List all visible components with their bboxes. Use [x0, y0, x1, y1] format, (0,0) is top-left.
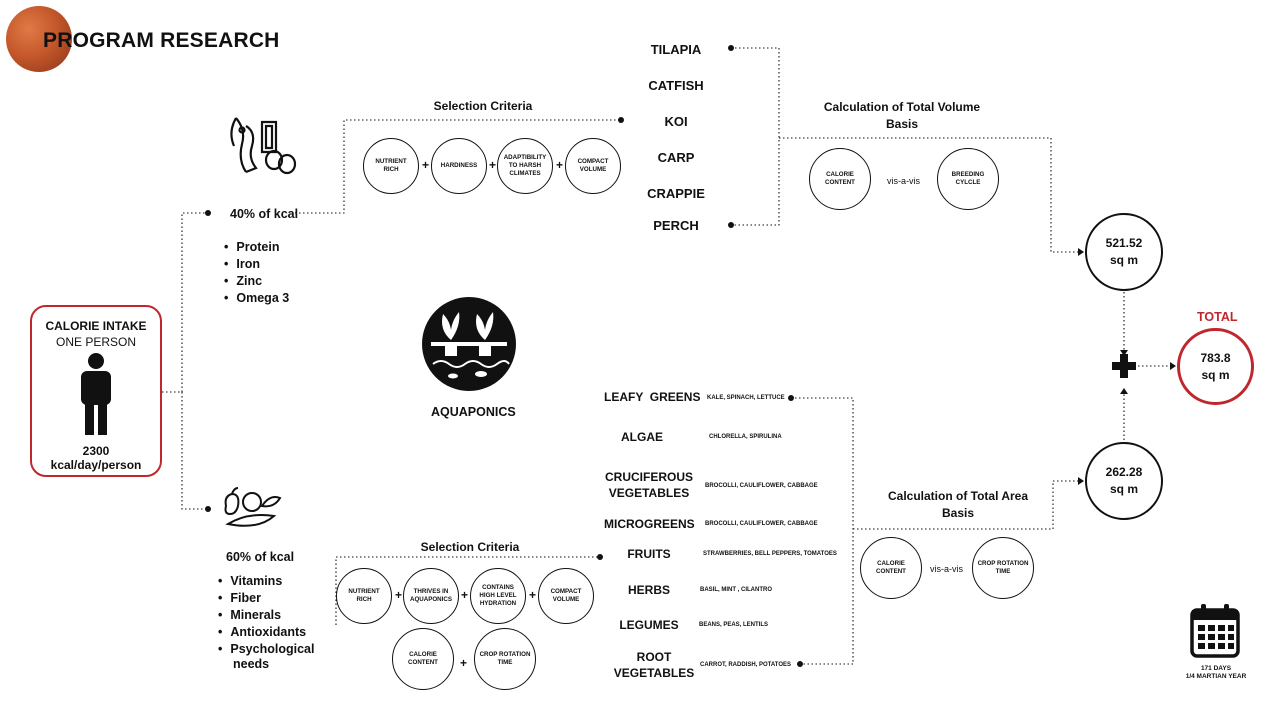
nutrient-item: Iron	[224, 256, 289, 273]
calc-circle: CALORIE CONTENT	[860, 537, 922, 599]
total-value: 783.8	[1200, 350, 1231, 365]
volume-result-value: 521.52	[1105, 236, 1143, 251]
nutrient-item: Zinc	[224, 273, 289, 290]
nutrient-item: Minerals	[218, 607, 314, 624]
total-unit: sq m	[1201, 367, 1230, 382]
crop-examples: CARROT, RADDISH, POTATOES	[700, 662, 792, 668]
volume-result-unit: sq m	[1109, 253, 1138, 267]
protein-criteria-title: Selection Criteria	[433, 99, 533, 113]
area-result-unit: sq m	[1109, 482, 1138, 496]
plus-sign: +	[489, 158, 497, 172]
calorie-subtitle: ONE PERSON	[55, 335, 136, 349]
nutrient-item: Antioxidants	[218, 624, 314, 641]
criteria-circle: COMPACT VOLUME	[565, 138, 621, 194]
aquaponics-label: AQUAPONICS	[431, 405, 516, 419]
area-result-value: 262.28	[1105, 465, 1143, 480]
calorie-unit: kcal/day/person	[50, 458, 142, 472]
criteria-circle: NUTRIENT RICH	[336, 568, 392, 624]
vis-a-vis-label: vis-a-vis	[930, 564, 963, 574]
calorie-intake-card: CALORIE INTAKE ONE PERSON 2300 kcal/day/…	[30, 305, 162, 477]
calorie-title: CALORIE INTAKE	[45, 319, 147, 333]
calc-circle: BREEDING CYLCLE	[937, 148, 999, 210]
plus-sign: +	[556, 158, 564, 172]
area-calc-title-line1: Calculation of Total Area	[887, 489, 1028, 503]
calorie-value: 2300	[82, 444, 110, 458]
area-calc-title: Calculation of Total Area Basis	[863, 488, 1053, 522]
criteria-circle: HARDINESS	[431, 138, 487, 194]
plus-sign: +	[422, 158, 430, 172]
crop-examples: KALE, SPINACH, LETTUCE	[707, 395, 785, 401]
crop-name: MICROGREENS	[604, 517, 695, 531]
criteria-circle: CONTAINS HIGH LEVEL HYDRATION	[470, 568, 526, 624]
area-result-circle: 262.28 sq m	[1085, 442, 1163, 520]
plant-criteria-title: Selection Criteria	[420, 540, 520, 554]
total-label: TOTAL	[1197, 310, 1238, 324]
crop-name: LEGUMES	[619, 618, 679, 632]
crop-examples: BROCOLLI, CAULIFLOWER, CABBAGE	[705, 483, 818, 489]
crop-examples: BASIL, MINT , CILANTRO	[700, 587, 772, 593]
calc-circle: CROP ROTATION TIME	[972, 537, 1034, 599]
crop-name: FRUITS	[627, 547, 671, 561]
page-title: PROGRAM RESEARCH	[43, 29, 280, 52]
fish-item: CARP	[657, 150, 695, 165]
protein-nutrient-list: Protein Iron Zinc Omega 3	[224, 239, 289, 307]
fish-item: CATFISH	[648, 78, 704, 93]
nutrient-item: Vitamins	[218, 573, 314, 590]
fish-item: CRAPPIE	[647, 186, 705, 201]
nutrient-item-continued: needs	[233, 657, 270, 671]
crop-examples: STRAWBERRIES, BELL PEPPERS, TOMATOES	[703, 551, 837, 557]
crop-examples: CHLORELLA, SPIRULINA	[709, 434, 782, 440]
fish-protein-icon	[230, 117, 297, 175]
crop-name: CRUCIFEROUS VEGETABLES	[604, 470, 693, 500]
fruit-vegetable-icon	[224, 487, 282, 527]
crop-name: HERBS	[627, 583, 670, 597]
criteria-circle: ADAPTIBILITY TO HARSH CLIMATES	[497, 138, 553, 194]
crop-name: ROOT VEGETABLES	[613, 650, 695, 680]
calendar-caption: 171 DAYS 1/4 MARTIAN YEAR	[1176, 665, 1256, 682]
plant-percent: 60% of kcal	[226, 550, 295, 564]
criteria-circle: COMPACT VOLUME	[538, 568, 594, 624]
volume-calc-title-line1: Calculation of Total Volume	[823, 100, 981, 114]
nutrient-item: Omega 3	[224, 290, 289, 307]
fish-item: PERCH	[653, 218, 699, 233]
criteria-circle: CALORIE CONTENT	[392, 628, 454, 690]
plus-icon	[1112, 354, 1136, 378]
plus-sign: +	[461, 588, 469, 602]
crop-name: LEAFY GREENS	[604, 390, 701, 404]
aquaponics-icon	[422, 297, 516, 391]
plus-sign: +	[395, 588, 403, 602]
crop-name: ALGAE	[621, 430, 663, 444]
total-circle: 783.8 sq m	[1177, 328, 1254, 405]
protein-percent: 40% of kcal	[230, 207, 299, 221]
calendar-year: 1/4 MARTIAN YEAR	[1185, 673, 1247, 681]
vis-a-vis-label: vis-a-vis	[887, 176, 920, 186]
person-icon	[81, 353, 111, 435]
nutrient-item: Psychological	[218, 641, 314, 658]
area-calc-title-line2: Basis	[941, 505, 975, 520]
plant-nutrient-list: Vitamins Fiber Minerals Antioxidants Psy…	[218, 573, 314, 657]
volume-result-circle: 521.52 sq m	[1085, 213, 1163, 291]
fish-item: TILAPIA	[650, 42, 702, 57]
crop-examples: BEANS, PEAS, LENTILS	[699, 622, 769, 628]
mars-logo	[6, 6, 72, 72]
criteria-circle: THRIVES IN AQUAPONICS	[403, 568, 459, 624]
volume-calc-title-line2: Basis	[885, 116, 919, 131]
plus-sign: +	[529, 588, 537, 602]
fish-item: KOI	[664, 114, 688, 129]
crop-examples: BROCOLLI, CAULIFLOWER, CABBAGE	[705, 521, 818, 527]
nutrient-item: Fiber	[218, 590, 314, 607]
criteria-circle: NUTRIENT RICH	[363, 138, 419, 194]
volume-calc-title: Calculation of Total Volume Basis	[812, 99, 992, 133]
calendar-days: 171 DAYS	[1200, 665, 1232, 672]
nutrient-item: Protein	[224, 239, 289, 256]
calc-circle: CALORIE CONTENT	[809, 148, 871, 210]
calendar-icon	[1190, 604, 1240, 658]
plus-sign: +	[460, 656, 468, 670]
criteria-circle: CROP ROTATION TIME	[474, 628, 536, 690]
